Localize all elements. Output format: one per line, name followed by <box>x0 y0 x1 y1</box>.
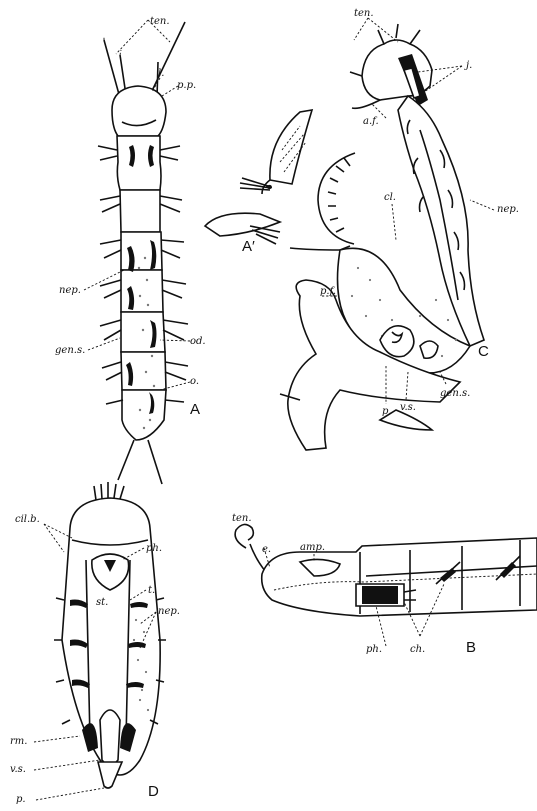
label-b-ph: ph. <box>366 644 382 655</box>
label-d-t: t. <box>148 585 155 596</box>
label-d-st: st. <box>96 597 108 608</box>
label-a-gens: gen.s. <box>55 345 85 356</box>
label-d-cilb: cil.b. <box>15 514 40 525</box>
label-c-cl: cl. <box>384 192 396 203</box>
label-d-vs: v.s. <box>10 764 26 775</box>
label-c-j: j. <box>464 60 472 71</box>
panel-b-letter: B <box>466 639 476 656</box>
label-c-ten: ten. <box>354 8 374 19</box>
label-c-nep: nep. <box>497 204 519 215</box>
label-c-pf: p.f. <box>320 286 336 297</box>
label-b-ten: ten. <box>232 513 252 524</box>
label-b-ch: ch. <box>410 644 425 655</box>
label-b-amp: amp. <box>300 542 325 553</box>
panel-c-drawing <box>280 24 484 450</box>
label-a-o: o. <box>190 376 199 387</box>
panel-a2-drawing <box>205 110 355 250</box>
label-d-nep: nep. <box>158 606 180 617</box>
panel-a2-letter: A′ <box>242 238 255 255</box>
label-d-ph: ph. <box>146 543 162 554</box>
label-d-p: p. <box>16 794 26 805</box>
label-a-pp: p.p. <box>177 80 196 91</box>
label-a-ten: ten. <box>150 16 170 27</box>
label-a-nep: nep. <box>59 285 81 296</box>
panel-b-drawing <box>235 524 537 616</box>
label-c-gens: gen.s. <box>440 388 470 399</box>
label-c-vs: v.s. <box>400 402 416 413</box>
label-d-rm: rm. <box>10 736 27 747</box>
label-c-p: p. <box>382 406 392 417</box>
panel-a-drawing <box>98 22 188 484</box>
label-c-af: a.f. <box>363 116 379 127</box>
label-a-od: od. <box>190 336 206 347</box>
label-a-l: l. <box>158 68 164 79</box>
panel-d-drawing <box>54 482 166 788</box>
label-b-e: e. <box>262 544 271 555</box>
panel-d-letter: D <box>148 783 159 800</box>
panel-a-letter: A <box>190 401 200 418</box>
panel-c-letter: C <box>478 343 489 360</box>
